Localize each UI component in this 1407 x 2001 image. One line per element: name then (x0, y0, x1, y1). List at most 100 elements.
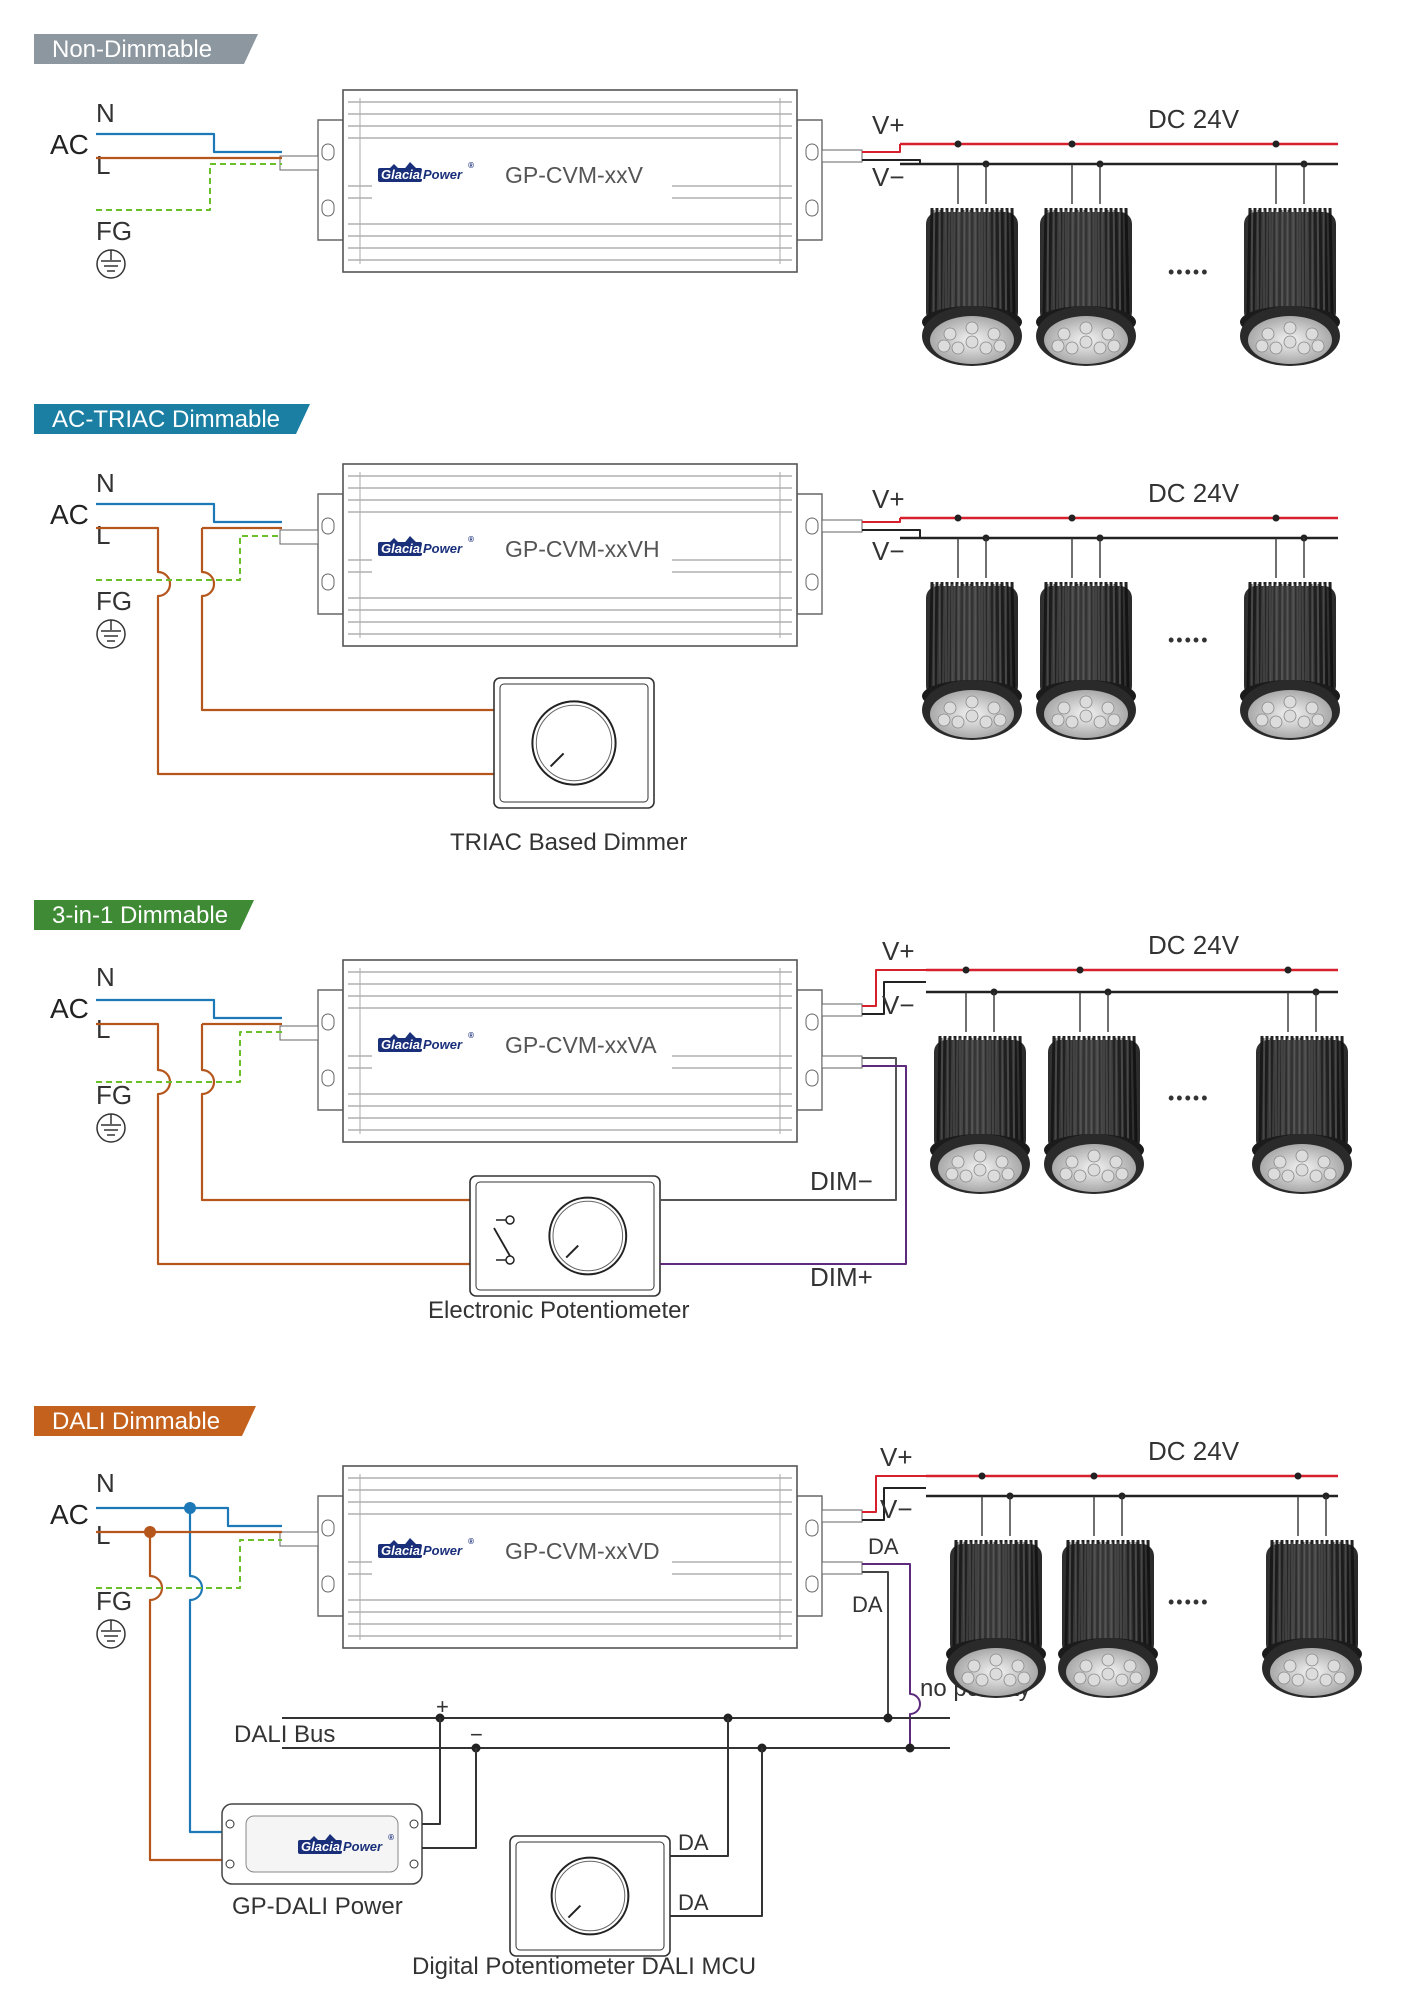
l-label: L (96, 1520, 110, 1550)
bus-plus-label: + (436, 1694, 449, 1719)
junction-dot (1090, 1472, 1098, 1480)
mcu-caption: Digital Potentiometer DALI MCU (412, 1953, 756, 1980)
logo-text-left: Glacial (381, 167, 424, 182)
v-plus-label: V+ (880, 1442, 913, 1472)
mounting-flange-right (796, 119, 823, 241)
mounting-flange-left (317, 989, 344, 1111)
section-tag-background (34, 900, 254, 930)
ac-label: AC (50, 1499, 89, 1530)
led-spotlight-icon (1036, 538, 1136, 740)
n-label: N (96, 962, 115, 992)
v-plus-label: V+ (882, 936, 915, 966)
led-spotlight-icon (930, 992, 1030, 1194)
mcu-da-wire-2 (670, 1748, 763, 1917)
switch-icon (493, 1215, 515, 1265)
logo-text-right: Power (343, 1839, 383, 1854)
input-cable-gland (279, 1025, 319, 1041)
earth-ground-icon (96, 1113, 126, 1143)
junction-dot (962, 966, 970, 974)
v-minus-lead (862, 529, 921, 538)
v-plus-lead (862, 518, 901, 523)
v-plus-label: V+ (872, 484, 905, 514)
logo-text-left: Glacial (381, 1037, 424, 1052)
ac-label: AC (50, 499, 89, 530)
dim-minus-label: DIM− (810, 1166, 873, 1196)
junction-dot (954, 514, 962, 522)
mounting-flange-right (796, 1495, 823, 1617)
fg-wire (96, 163, 282, 211)
fg-label: FG (96, 216, 132, 246)
logo-text-right: Power (423, 541, 463, 556)
dali-power-plus (422, 1718, 441, 1825)
da-cable-gland (821, 1561, 863, 1575)
junction-dot (905, 1743, 915, 1753)
bus-minus-label: − (470, 1722, 483, 1747)
dim-plus-wire (660, 1065, 907, 1265)
led-spotlight-icon (1036, 164, 1136, 366)
earth-ground-icon (96, 619, 126, 649)
dim-cable-gland (821, 1055, 863, 1069)
logo-registered: ® (468, 535, 474, 544)
led-spotlight-icon (1240, 164, 1340, 366)
junction-dot (1076, 966, 1084, 974)
fg-wire (96, 1539, 282, 1589)
mounting-flange-left (317, 493, 344, 615)
v-plus-lead (862, 144, 901, 153)
n-wire (96, 998, 282, 1020)
output-cable-gland (821, 1509, 863, 1523)
model-number: GP-CVM-xxVH (505, 536, 660, 562)
dali-power-caption: GP-DALI Power (232, 1893, 403, 1920)
section-tag-background (34, 1406, 256, 1436)
da-wire-top (862, 1563, 921, 1748)
l-label: L (96, 1014, 110, 1044)
mounting-flange-left (317, 119, 344, 241)
output-cable-gland (821, 149, 863, 163)
dc-voltage-label: DC 24V (1148, 104, 1240, 134)
v-minus-lead (862, 1487, 926, 1521)
led-spotlight-icon (922, 538, 1022, 740)
dim-plus-label: DIM+ (810, 1262, 873, 1292)
dc-voltage-label: DC 24V (1148, 478, 1240, 508)
l-wire-to-dali-power (148, 1532, 222, 1862)
junction-dot (1272, 140, 1280, 148)
mounting-flange-right (796, 989, 823, 1111)
n-wire (96, 1506, 282, 1528)
dimmer-caption: TRIAC Based Dimmer (450, 829, 687, 856)
junction-dot (954, 140, 962, 148)
l-label: L (96, 150, 110, 180)
da-wire-bottom (862, 1571, 889, 1718)
fg-wire (96, 535, 282, 581)
dc-voltage-label: DC 24V (1148, 930, 1240, 960)
fg-label: FG (96, 1080, 132, 1110)
v-plus-label: V+ (872, 110, 905, 140)
n-label: N (96, 468, 115, 498)
output-cable-gland (821, 519, 863, 533)
section-tag: AC-TRIAC Dimmable (34, 404, 310, 434)
fg-label: FG (96, 586, 132, 616)
logo-text-left: Glacial (381, 541, 424, 556)
logo-text-left: Glacial (301, 1839, 344, 1854)
section-tag: DALI Dimmable (34, 1406, 256, 1436)
logo-registered: ® (468, 1537, 474, 1546)
v-minus-label: V− (882, 990, 915, 1020)
logo-text-right: Power (423, 1037, 463, 1052)
logo-text-right: Power (423, 1543, 463, 1558)
input-cable-gland (279, 529, 319, 545)
junction-dot (1068, 140, 1076, 148)
section-tag-label: 3-in-1 Dimmable (52, 902, 228, 929)
dali-bus-label: DALI Bus (234, 1721, 335, 1748)
mounting-flange-left (317, 1495, 344, 1617)
v-plus-lead (862, 1475, 926, 1513)
led-spotlight-icon (1240, 538, 1340, 740)
mounting-flange-right (796, 493, 823, 615)
da-bottom-label: DA (852, 1592, 883, 1617)
led-spotlight-icon (946, 1496, 1046, 1698)
n-wire-to-dali-power (188, 1508, 222, 1834)
section-tag-label: Non-Dimmable (52, 36, 212, 63)
